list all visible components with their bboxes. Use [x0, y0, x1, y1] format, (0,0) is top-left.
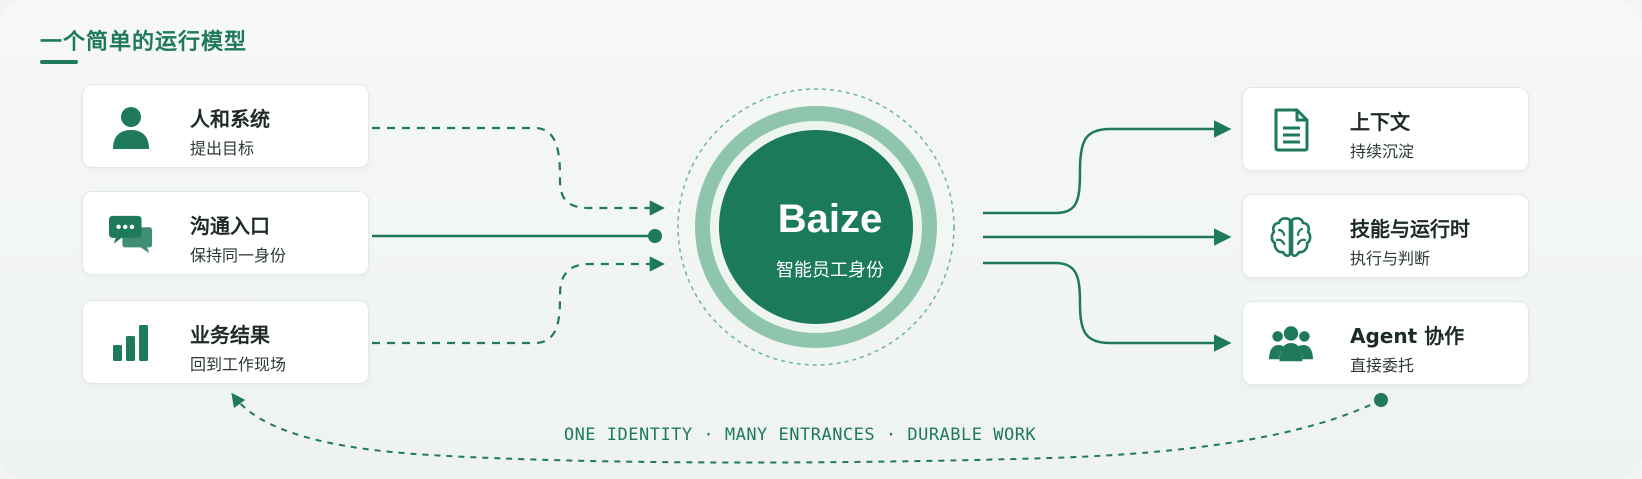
output-card-skills: 技能与运行时 执行与判断 [1242, 194, 1529, 278]
page-title: 一个简单的运行模型 [40, 30, 248, 55]
input-card-subtitle: 回到工作现场 [190, 355, 287, 374]
input-card-channel: 沟通入口 保持同一身份 [82, 191, 369, 275]
person-icon [109, 105, 153, 149]
hub-core [719, 130, 913, 324]
document-icon [1269, 108, 1313, 152]
output-card-title: 上下文 [1350, 110, 1410, 134]
title-underline [40, 60, 78, 64]
output-card-subtitle: 持续沉淀 [1350, 142, 1415, 161]
output-card-agents: Agent 协作 直接委托 [1242, 301, 1529, 385]
team-icon [1269, 322, 1313, 366]
input-card-people: 人和系统 提出目标 [82, 84, 369, 168]
input-card-title: 业务结果 [190, 323, 270, 347]
output-card-context: 上下文 持续沉淀 [1242, 87, 1529, 171]
connector-channel-dot [648, 229, 662, 243]
input-card-title: 沟通入口 [190, 214, 270, 238]
input-card-results: 业务结果 回到工作现场 [82, 300, 369, 384]
connector-hub-to-context [983, 120, 1232, 215]
motto: ONE IDENTITY · MANY ENTRANCES · DURABLE … [563, 425, 1037, 445]
connector-results-to-hub [372, 256, 666, 345]
output-card-title: Agent 协作 [1350, 324, 1465, 348]
connector-people-to-hub [372, 126, 666, 216]
output-card-subtitle: 执行与判断 [1350, 249, 1431, 268]
input-card-subtitle: 保持同一身份 [190, 246, 287, 265]
hub-outer-dashed-ring [677, 88, 955, 366]
return-loop-connector [231, 392, 1382, 464]
hub-brand: Baize [777, 197, 883, 241]
brain-icon [1269, 215, 1313, 259]
input-card-subtitle: 提出目标 [190, 139, 255, 158]
chat-bubbles-icon [109, 212, 153, 256]
output-card-title: 技能与运行时 [1350, 217, 1470, 241]
bar-chart-icon [109, 321, 153, 365]
hub-subtitle: 智能员工身份 [776, 260, 884, 281]
output-card-subtitle: 直接委托 [1350, 356, 1415, 375]
input-card-title: 人和系统 [190, 107, 270, 131]
return-loop-start-dot [1374, 393, 1388, 407]
connector-hub-to-agents [983, 261, 1232, 352]
